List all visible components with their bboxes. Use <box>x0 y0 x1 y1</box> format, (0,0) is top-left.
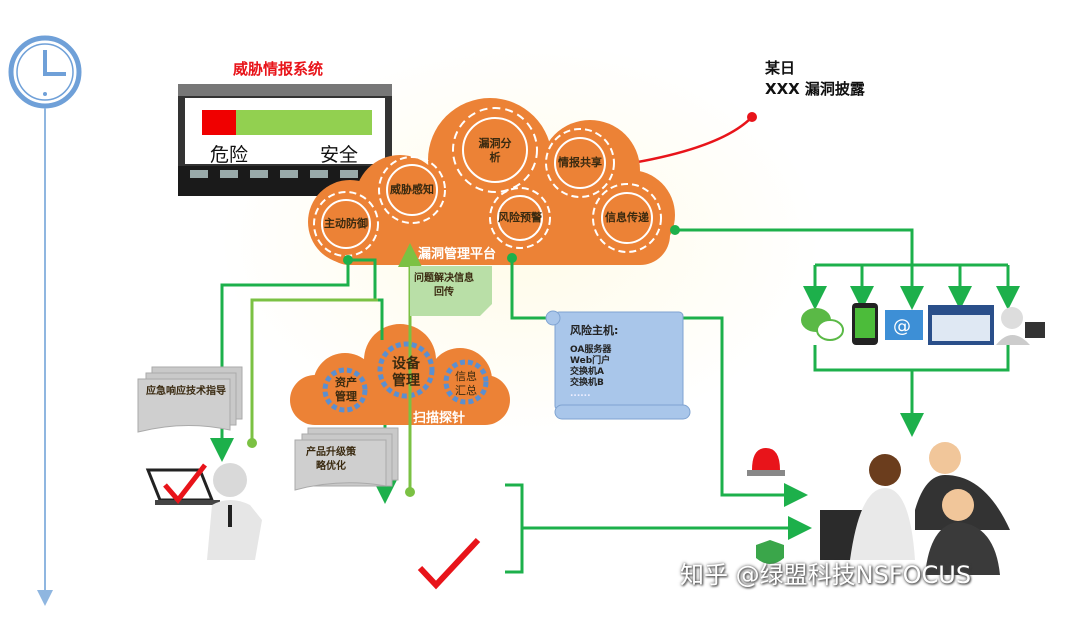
team-image <box>820 442 1010 575</box>
risk-host-item: ...... <box>570 389 591 399</box>
gear-label: 资产管理 <box>335 376 357 403</box>
safe-bar <box>236 110 372 135</box>
engineer-figure <box>145 463 262 560</box>
svg-text:@: @ <box>893 316 911 337</box>
platform-name: 漏洞管理平台 <box>418 247 497 262</box>
feedback-note: 问题解决信息回传 <box>414 273 474 298</box>
gear-label: 设备管理 <box>392 356 420 389</box>
event-date: 某日 <box>765 59 796 77</box>
danger-label: 危险 <box>210 144 249 166</box>
gear-label: 威胁感知 <box>390 183 434 196</box>
gear-label: 情报共享 <box>558 156 602 169</box>
website-icon <box>928 305 994 345</box>
risk-hosts-scroll <box>545 310 691 420</box>
platform-cloud <box>308 98 675 265</box>
emergency-note-shape <box>137 366 243 433</box>
risk-host-item: 交换机B <box>570 378 604 388</box>
risk-host-item: OA服务器 <box>570 345 612 355</box>
gear-label: 信息汇总 <box>455 370 477 397</box>
watermark: 知乎 @绿盟科技NSFOCUS <box>680 561 972 589</box>
wechat-icon <box>801 308 844 341</box>
phone-icon <box>852 303 878 345</box>
checkmark-icon <box>163 463 207 504</box>
risk-host-item: Web门户 <box>570 356 611 366</box>
shield-icon <box>756 540 784 564</box>
scanner-name: 扫描探针 <box>413 411 466 426</box>
risk-hosts-list: OA服务器 Web门户 交换机A 交换机B ...... <box>570 345 611 400</box>
emergency-note: 应急响应技术指导 <box>146 386 226 397</box>
platform-gears <box>313 107 662 257</box>
threat-monitor-image <box>178 84 392 196</box>
threat-system-title: 威胁情报系统 <box>233 60 324 78</box>
event-disclosure: XXX 漏洞披露 <box>765 80 865 98</box>
alarm-siren-icon <box>747 448 785 476</box>
danger-bar <box>202 110 236 135</box>
gear-label: 风险预警 <box>498 211 542 224</box>
feedback-note-shape <box>410 266 492 316</box>
support-person-icon <box>996 307 1045 345</box>
scanner-gears <box>322 341 489 413</box>
clock-icon <box>8 35 82 109</box>
upgrade-note-shape <box>294 427 399 491</box>
gear-label: 信息传递 <box>605 211 649 224</box>
gear-label: 主动防御 <box>324 217 368 230</box>
upgrade-note: 产品升级策略优化 <box>306 447 356 472</box>
risk-host-item: 交换机A <box>570 367 604 377</box>
safe-label: 安全 <box>320 144 359 166</box>
gear-label: 漏洞分析 <box>478 137 512 164</box>
email-icon: @ <box>885 310 923 340</box>
risk-hosts-title: 风险主机: <box>570 324 619 337</box>
checkmark-icon <box>417 537 481 590</box>
